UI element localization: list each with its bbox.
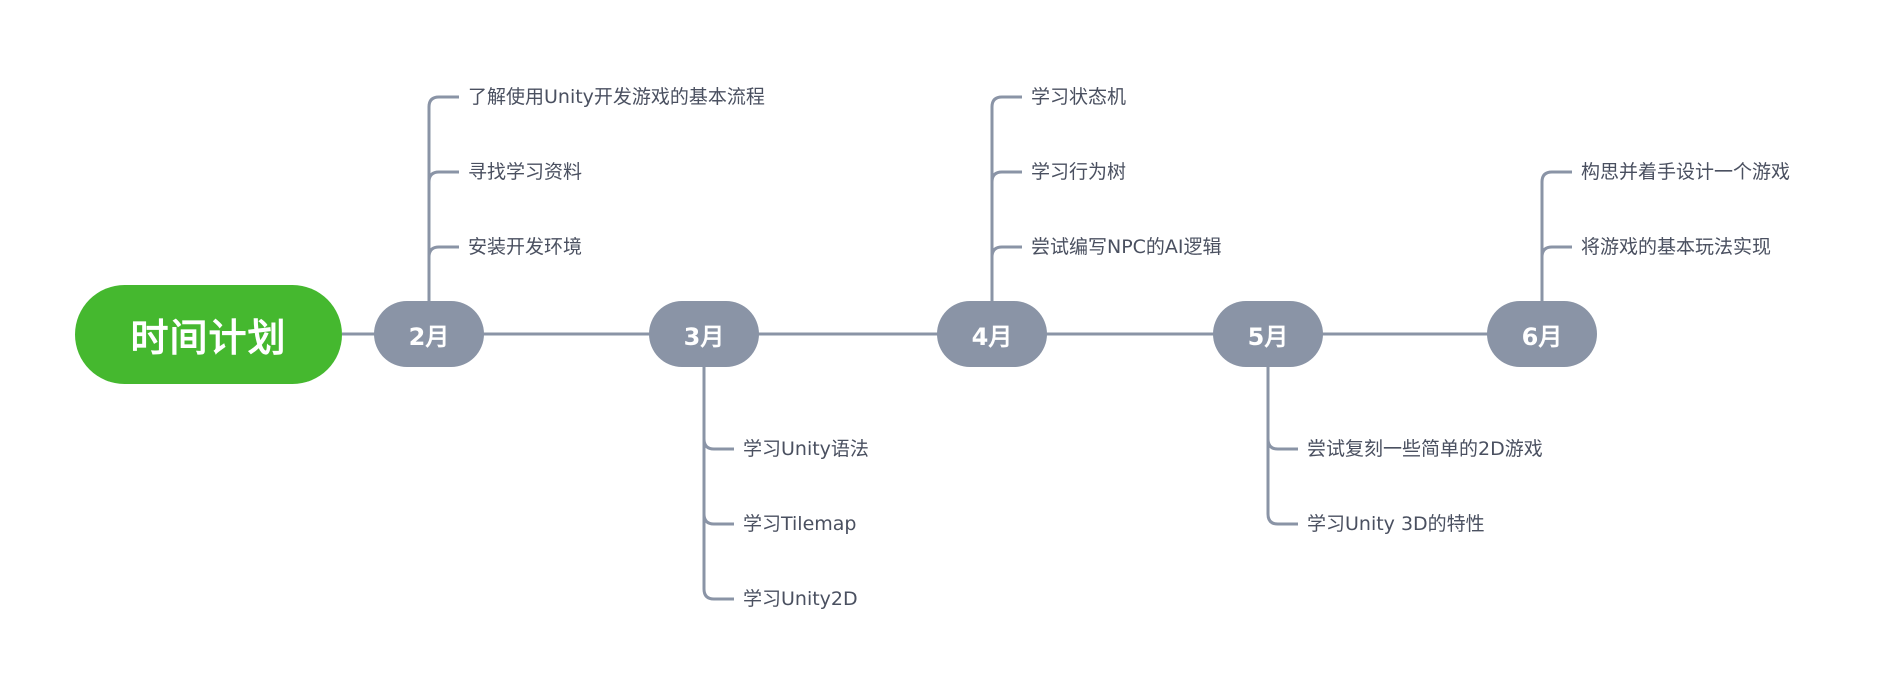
month-node[interactable]: 4月 — [937, 301, 1047, 367]
month-node[interactable]: 3月 — [649, 301, 759, 367]
branch-connector — [427, 95, 459, 108]
month-node[interactable]: 5月 — [1213, 301, 1323, 367]
subtopic-item[interactable]: 学习Unity 3D的特性 — [1307, 513, 1485, 535]
subtopic-item[interactable]: 尝试编写NPC的AI逻辑 — [1031, 236, 1222, 258]
subtopic-item[interactable]: 学习行为树 — [1031, 161, 1127, 183]
subtopic-item[interactable]: 构思并着手设计一个游戏 — [1581, 161, 1791, 183]
branch-connector — [1266, 513, 1298, 526]
subtopic-item[interactable]: 将游戏的基本玩法实现 — [1581, 236, 1772, 258]
branch-connector — [702, 513, 734, 526]
subtopic-item[interactable]: 安装开发环境 — [468, 236, 583, 258]
subtopic-item[interactable]: 学习Unity语法 — [743, 438, 869, 460]
branch-connector — [1540, 245, 1572, 258]
month-node[interactable]: 2月 — [374, 301, 484, 367]
subtopic-item[interactable]: 寻找学习资料 — [468, 161, 583, 183]
branch-connector — [990, 245, 1022, 258]
subtopic-item[interactable]: 尝试复刻一些简单的2D游戏 — [1307, 438, 1543, 460]
subtopic-item[interactable]: 了解使用Unity开发游戏的基本流程 — [468, 86, 765, 108]
branch-connector — [702, 438, 734, 451]
branch-connector — [427, 170, 459, 183]
branch-connector — [990, 170, 1022, 183]
branch-connector — [1266, 438, 1298, 451]
root-topic[interactable]: 时间计划 — [75, 285, 342, 384]
branch-connector — [1540, 170, 1572, 183]
branch-connector — [702, 588, 734, 601]
subtopic-item[interactable]: 学习Unity2D — [743, 588, 858, 610]
month-node[interactable]: 6月 — [1487, 301, 1597, 367]
branch-connector — [427, 245, 459, 258]
subtopic-item[interactable]: 学习状态机 — [1031, 86, 1127, 108]
subtopic-item[interactable]: 学习Tilemap — [743, 513, 857, 535]
branch-connector — [990, 95, 1022, 108]
